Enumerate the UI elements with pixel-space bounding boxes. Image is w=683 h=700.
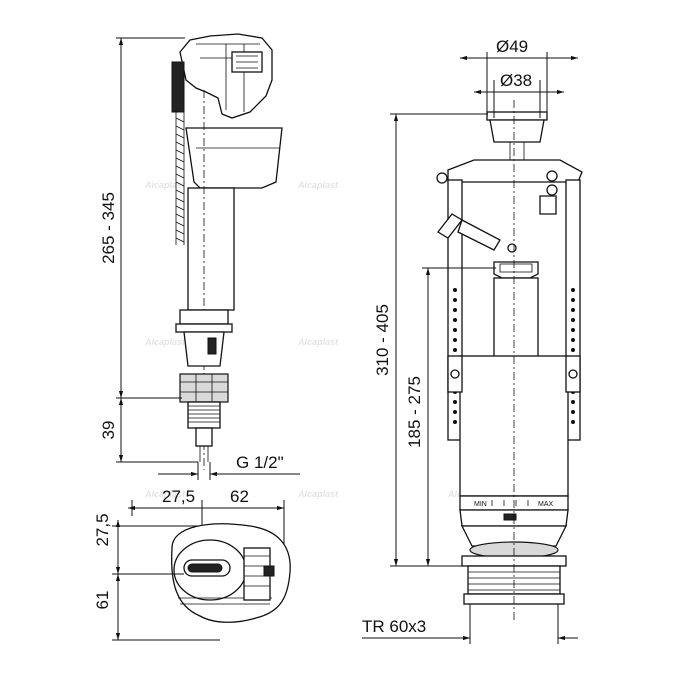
- fill-valve-width-a-label: 27,5: [162, 487, 195, 506]
- fill-valve-side-view: [171, 33, 283, 470]
- outer-diameter-label: Ø49: [496, 37, 528, 56]
- fill-valve-plan-b-label: 61: [93, 591, 112, 610]
- inner-diameter-label: Ø38: [500, 71, 532, 90]
- fill-valve-thread-label: G 1/2": [236, 453, 284, 472]
- watermark-1: Alcaplast: [144, 180, 186, 190]
- fill-valve-width-b-label: 62: [230, 487, 249, 506]
- watermark-2: Alcaplast: [297, 180, 339, 190]
- flush-valve-dimensions: Ø49 Ø38 310 - 405 185 - 275 TR 60x3: [362, 37, 578, 644]
- flush-valve-side-view: MIN MAX: [436, 100, 583, 620]
- fill-valve-lower-label: 39: [99, 421, 118, 440]
- fill-valve-dimensions: 265 - 345 39 G 1/2" 27,5 62: [99, 37, 300, 600]
- overflow-height-label: 185 - 275: [405, 376, 424, 448]
- flush-height-label: 310 - 405: [373, 304, 392, 376]
- fill-valve-plan-dimensions: 27,5 61: [93, 513, 220, 641]
- watermark-6: Alcaplast: [297, 489, 339, 499]
- fill-valve-height-label: 265 - 345: [99, 192, 118, 264]
- watermark-5: Alcaplast: [144, 489, 186, 499]
- flush-thread-label: TR 60x3: [362, 617, 426, 636]
- watermark-4: Alcaplast: [297, 337, 339, 347]
- watermark-3: Alcaplast: [144, 337, 186, 347]
- fill-valve-plan-a-label: 27,5: [93, 513, 112, 546]
- scale-max-label: MAX: [538, 501, 554, 508]
- fill-valve-plan-view: [171, 523, 291, 623]
- scale-min-label: MIN: [474, 501, 487, 508]
